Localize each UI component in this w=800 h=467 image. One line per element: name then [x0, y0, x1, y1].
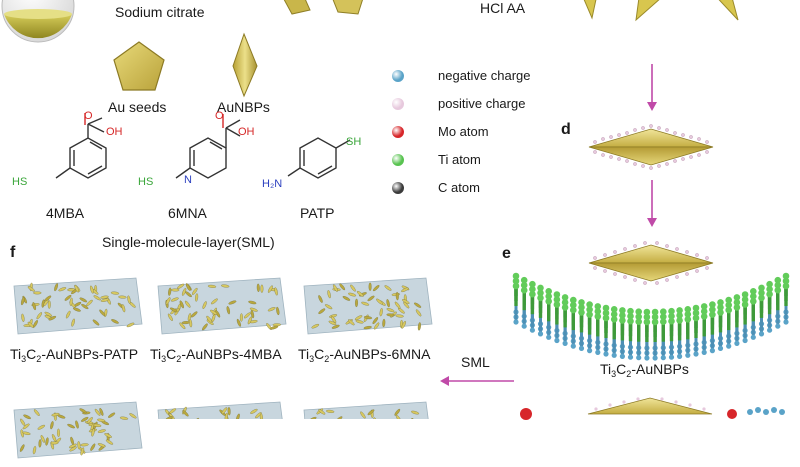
sub-3: 3 [611, 369, 617, 379]
gold-fragments-top [280, 0, 390, 22]
sml-arrow-label: SML [461, 354, 490, 370]
au-seed-pentagon-icon [112, 40, 166, 92]
sub-2: 2 [176, 354, 182, 364]
c-text: C [26, 346, 37, 362]
arrow-down-1 [646, 64, 658, 112]
au-seeds-label: Au seeds [108, 99, 167, 115]
ti3c2-aunbps-label: Ti3C2-AuNBPs [600, 361, 689, 379]
legend-dot-2 [392, 126, 404, 138]
patp-h2n-label: H₂N [262, 178, 283, 190]
molecule-4mba-label: 4MBA [46, 205, 85, 221]
mna-o-label: O [215, 110, 224, 122]
panel-e-label: e [502, 245, 511, 262]
reagents-label: HCl AA [480, 0, 526, 16]
sub-2: 2 [324, 354, 330, 364]
legend-label-0: negative charge [438, 68, 531, 83]
legend-label-2: Mo atom [438, 124, 489, 139]
molecule-patp-label: PATP [300, 205, 335, 221]
mna-hs-label: HS [138, 176, 154, 188]
sheet-6mna [298, 272, 434, 338]
molecule-patp [270, 118, 380, 198]
legend-label-3: Ti atom [438, 152, 481, 167]
suffix-text: -AuNBPs-PATP [41, 346, 139, 362]
molecule-6mna [150, 114, 260, 198]
sub-2: 2 [36, 354, 42, 364]
ti-text: Ti [600, 361, 612, 377]
sub-3: 3 [161, 354, 167, 364]
mba-hs-label: HS [12, 176, 28, 188]
ti-text: Ti [298, 346, 310, 362]
c-text: C [314, 346, 325, 362]
mna-oh-label: OH [238, 126, 255, 138]
legend-dot-4 [392, 182, 404, 194]
suffix-text: -AuNBPs [631, 361, 689, 377]
sml-caption: Single-molecule-layer(SML) [102, 234, 275, 250]
ti-text: Ti [150, 346, 162, 362]
arrow-down-2 [646, 180, 658, 228]
sub-2: 2 [626, 369, 632, 379]
legend-dot-1 [392, 98, 404, 110]
aunbps-label: AuNBPs [217, 99, 270, 115]
flask-icon [0, 0, 78, 46]
panel-d-label: d [561, 121, 571, 138]
legend-label-1: positive charge [438, 96, 526, 111]
charged-bipyramid-d [585, 124, 717, 170]
sheet-bottom-2 [152, 396, 288, 419]
molecule-6mna-label: 6MNA [168, 205, 207, 221]
panel-f-label: f [10, 244, 16, 261]
aunbp-bipyramid-icon [232, 32, 258, 98]
sub-3: 3 [309, 354, 315, 364]
patp-sh-label: SH [346, 136, 362, 148]
arrow-left-sml [440, 374, 514, 386]
label-6mna-composite: Ti3C2-AuNBPs-6MNA [298, 346, 430, 364]
sheet-4mba [152, 272, 288, 338]
label-4mba-composite: Ti3C2-AuNBPs-4MBA [150, 346, 282, 364]
sheet-bottom-3 [298, 396, 434, 419]
mna-n-label: N [184, 174, 192, 186]
c-text: C [616, 361, 627, 377]
sheet-patp [8, 272, 144, 338]
suffix-text: -AuNBPs-4MBA [181, 346, 282, 362]
legend-dot-3 [392, 154, 404, 166]
c-text: C [166, 346, 177, 362]
suffix-text: -AuNBPs-6MNA [329, 346, 431, 362]
molecule-4mba [30, 113, 140, 198]
bipyramid-fragments-top [570, 0, 770, 30]
bottom-partial-structure [520, 392, 800, 420]
sheet-bottom-1 [8, 396, 144, 459]
legend-label-4: C atom [438, 180, 480, 195]
ti3c2-sheet-illustration [510, 262, 795, 362]
label-patp-composite: Ti3C2-AuNBPs-PATP [10, 346, 138, 364]
charged-bipyramid-e [585, 240, 717, 286]
mba-oh-label: OH [106, 126, 123, 138]
ti-text: Ti [10, 346, 22, 362]
mba-o-label: O [84, 110, 93, 122]
sub-3: 3 [21, 354, 27, 364]
legend-dot-0 [392, 70, 404, 82]
sodium-citrate-label: Sodium citrate [115, 4, 205, 20]
